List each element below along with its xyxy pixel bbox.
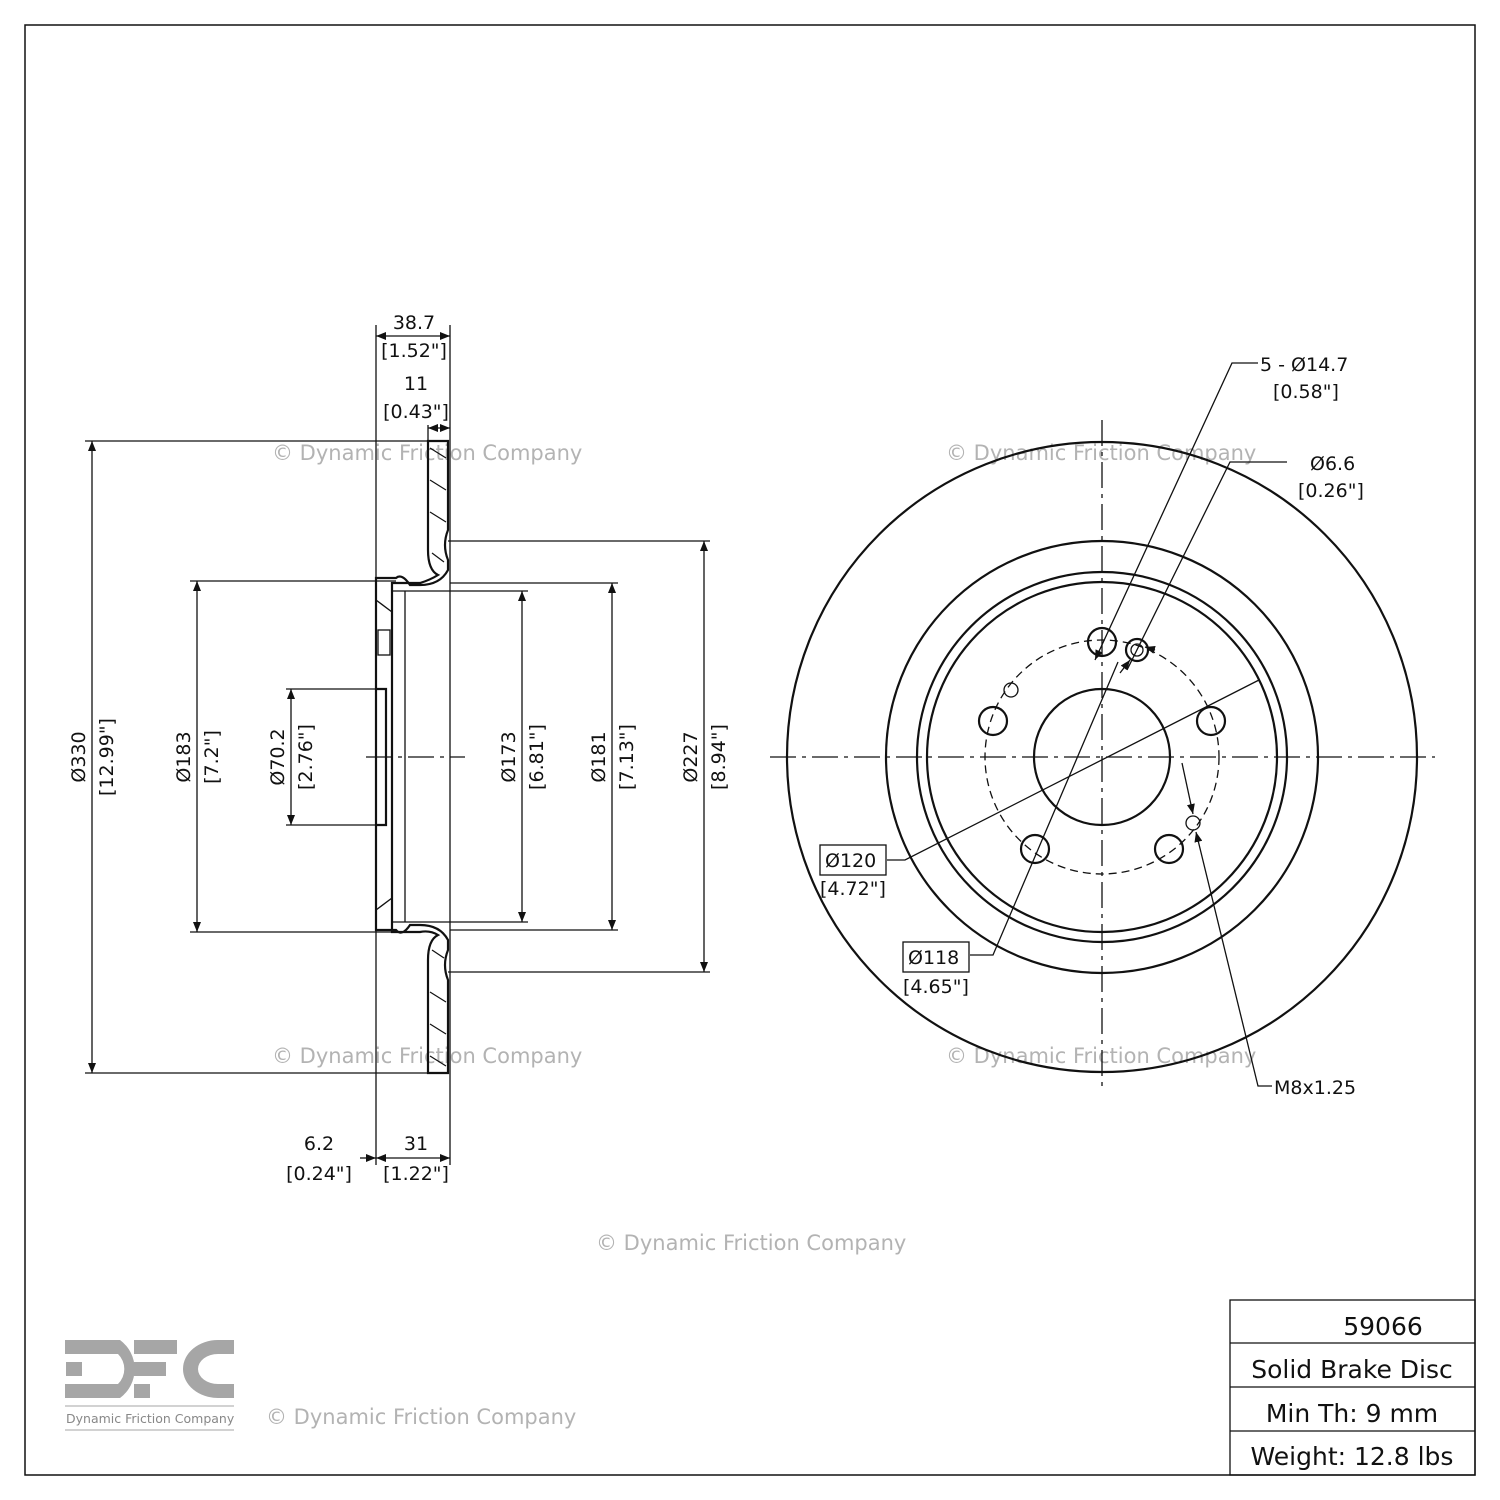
- label-small-hole-in: [0.26"]: [1298, 480, 1364, 502]
- dim-inner-hat: Ø173: [498, 731, 520, 782]
- dim-hat-thickness: 6.2: [304, 1133, 334, 1155]
- watermark: © Dynamic Friction Company: [266, 1405, 576, 1429]
- part-description: Solid Brake Disc: [1251, 1355, 1453, 1384]
- watermark: © Dynamic Friction Company: [946, 441, 1256, 465]
- watermark: © Dynamic Friction Company: [596, 1231, 906, 1255]
- dim-center-bore: Ø70.2: [267, 728, 289, 785]
- logo-caption: Dynamic Friction Company: [66, 1411, 235, 1426]
- title-block: 59066 Solid Brake Disc Min Th: 9 mm Weig…: [1229, 1299, 1476, 1476]
- dim-outer-diameter-in: [12.99"]: [96, 718, 118, 796]
- label-pilot: Ø118: [908, 947, 959, 969]
- dim-friction-inner: Ø227: [680, 731, 702, 782]
- label-bolt-circle: Ø120: [825, 850, 876, 872]
- dim-overall-height-in: [1.52"]: [381, 340, 447, 362]
- label-thread: M8x1.25: [1274, 1077, 1356, 1099]
- dim-hat-outer-in: [7.13"]: [616, 724, 638, 790]
- part-number: 59066: [1343, 1312, 1423, 1341]
- watermarks: © Dynamic Friction Company © Dynamic Fri…: [266, 441, 1256, 1429]
- label-pilot-in: [4.65"]: [903, 976, 969, 998]
- dim-hat-diameter: Ø183: [173, 731, 195, 782]
- section-view: [366, 325, 465, 1165]
- dim-disc-thickness-in: [0.43"]: [383, 401, 449, 423]
- label-small-hole: Ø6.6: [1310, 453, 1355, 475]
- dim-hat-depth-in: [1.22"]: [383, 1163, 449, 1185]
- label-bolt-holes-in: [0.58"]: [1273, 381, 1339, 403]
- dim-hat-diameter-in: [7.2"]: [201, 730, 223, 784]
- dim-inner-hat-in: [6.81"]: [526, 724, 548, 790]
- dim-overall-height: 38.7: [393, 312, 435, 334]
- label-bolt-holes: 5 - Ø14.7: [1260, 354, 1348, 376]
- drawing-border: [24, 24, 1476, 1476]
- dim-hat-outer: Ø181: [588, 731, 610, 782]
- label-bolt-circle-in: [4.72"]: [820, 878, 886, 900]
- side-dimensions: 38.7 [1.52"] 11 [0.43"] 6.2 [0.24"] 31 […: [68, 312, 730, 1185]
- watermark: © Dynamic Friction Company: [946, 1044, 1256, 1068]
- min-thickness: Min Th: 9 mm: [1266, 1399, 1438, 1428]
- dim-friction-inner-in: [8.94"]: [708, 724, 730, 790]
- dim-disc-thickness: 11: [404, 373, 428, 395]
- dim-outer-diameter: Ø330: [68, 731, 90, 782]
- dim-hat-thickness-in: [0.24"]: [286, 1163, 352, 1185]
- front-view: 5 - Ø14.7 [0.58"] Ø6.6 [0.26"] Ø120 [4.7…: [770, 354, 1435, 1099]
- dfc-logo: Dynamic Friction Company: [65, 1340, 235, 1431]
- weight: Weight: 12.8 lbs: [1251, 1442, 1454, 1471]
- dim-center-bore-in: [2.76"]: [295, 724, 317, 790]
- dim-hat-depth: 31: [404, 1133, 428, 1155]
